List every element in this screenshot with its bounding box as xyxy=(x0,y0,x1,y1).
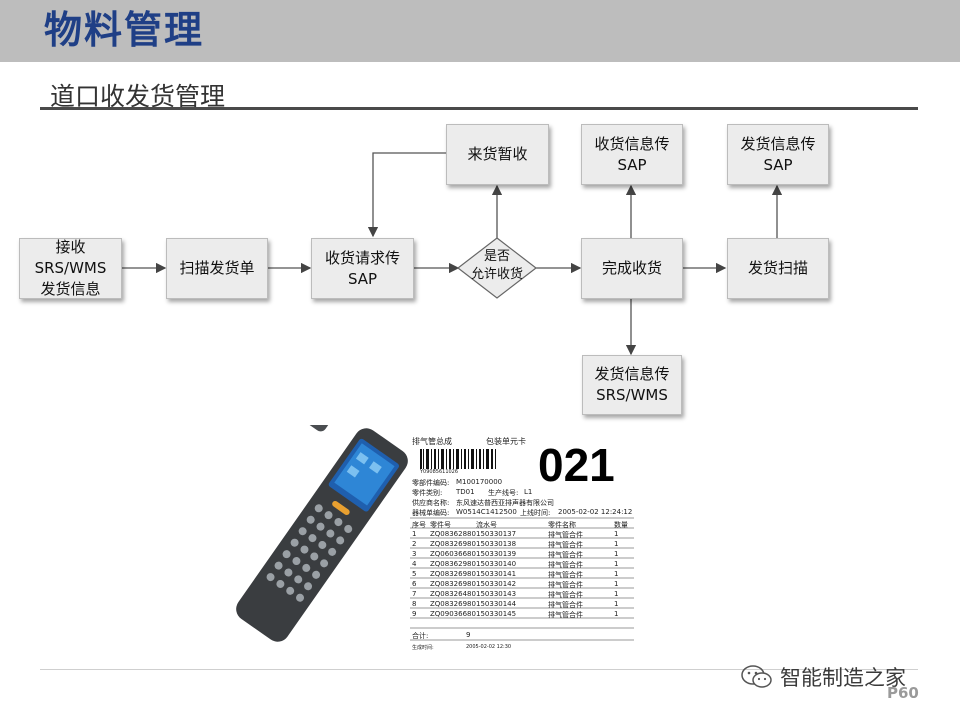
table-cell: 1 xyxy=(614,590,619,598)
section-subtitle: 道口收发货管理 xyxy=(50,82,226,111)
packaging-card-graphics xyxy=(410,449,634,641)
table-cell: 5 xyxy=(412,570,417,578)
table-cell: 排气管合件 xyxy=(548,571,583,579)
field-value: L1 xyxy=(524,488,533,496)
field-label: 零件类别: xyxy=(412,489,443,497)
table-cell: 1 xyxy=(614,540,619,548)
table-cell: 150330141 xyxy=(476,570,517,578)
table-cell: 150330144 xyxy=(476,600,517,608)
card-header-right: 包装单元卡 xyxy=(486,437,526,446)
total-label: 合计: xyxy=(412,632,429,640)
table-cell: 排气管合件 xyxy=(548,531,583,539)
table-cell: ZQ08326480 xyxy=(430,590,476,598)
table-cell: 150330143 xyxy=(476,590,517,598)
table-cell: 3 xyxy=(412,550,417,558)
node-request-sap: 收货请求传SAP xyxy=(311,238,414,299)
table-cell: 排气管合件 xyxy=(548,581,583,589)
table-cell: 1 xyxy=(614,530,619,538)
node-ship-to-sap: 发货信息传SAP xyxy=(727,124,829,185)
table-cell: ZQ06036680 xyxy=(430,550,476,558)
table-cell: 1 xyxy=(614,610,619,618)
table-cell: 1 xyxy=(614,600,619,608)
table-cell: ZQ08326980 xyxy=(430,580,476,588)
field-label: 器械单编码: xyxy=(412,509,450,517)
column-header: 序号 xyxy=(412,521,426,529)
table-cell: 9 xyxy=(412,610,417,618)
table-cell: ZQ08362880 xyxy=(430,530,476,538)
page-number: P60 xyxy=(887,684,919,702)
total-value: 9 xyxy=(466,631,471,639)
node-temp-receive: 来货暂收 xyxy=(446,124,549,185)
watermark-text: 智能制造之家 xyxy=(780,666,906,690)
column-header: 数量 xyxy=(614,521,628,529)
table-cell: 排气管合件 xyxy=(548,541,583,549)
packaging-card: 排气管总成 包装单元卡 Y09085611026 零部件编码: M1001700… xyxy=(408,432,636,658)
footer-label: 生成时间: xyxy=(412,645,434,651)
card-big-number: 021 xyxy=(538,439,615,491)
node-scan-doc: 扫描发货单 xyxy=(166,238,268,299)
column-header: 流水号 xyxy=(476,521,497,529)
field-value: 东风速达普西亚排声器有限公司 xyxy=(456,499,554,507)
table-cell: 排气管合件 xyxy=(548,601,583,609)
table-cell: 150330145 xyxy=(476,610,517,618)
column-header: 零件名称 xyxy=(548,521,576,529)
page-title: 物料管理 xyxy=(44,8,205,52)
wechat-icon xyxy=(741,665,772,688)
handheld-scanner-image xyxy=(236,425,408,642)
watermark: 智能制造之家 xyxy=(740,662,906,692)
node-complete-receive: 完成收货 xyxy=(581,238,683,299)
table-cell: 1 xyxy=(614,560,619,568)
table-cell: 1 xyxy=(614,550,619,558)
table-cell: ZQ08326980 xyxy=(430,570,476,578)
field-label: 零部件编码: xyxy=(412,479,450,487)
table-cell: 8 xyxy=(412,600,417,608)
field-value: 2005-02-02 12:24:12 xyxy=(558,508,633,516)
table-cell: 排气管合件 xyxy=(548,551,583,559)
table-cell: 150330139 xyxy=(476,550,517,558)
footer-divider xyxy=(40,669,918,670)
table-cell: 1 xyxy=(412,530,417,538)
arrow-temp-to-request xyxy=(367,152,446,238)
table-cell: ZQ08326980 xyxy=(430,600,476,608)
field-value: W0514C1412500 xyxy=(456,508,517,516)
field-label: 供应商名称: xyxy=(412,499,450,507)
table-cell: 2 xyxy=(412,540,417,548)
footer-value: 2005-02-02 12:30 xyxy=(466,644,512,650)
table-cell: 150330137 xyxy=(476,530,517,538)
node-ship-to-srs: 发货信息传 SRS/WMS xyxy=(582,355,682,415)
node-recv-to-sap: 收货信息传SAP xyxy=(581,124,683,185)
decision-diamond xyxy=(457,237,537,299)
header-band xyxy=(0,0,960,62)
field-label: 生产线号: xyxy=(488,489,519,497)
table-cell: 150330138 xyxy=(476,540,517,548)
table-cell: 1 xyxy=(614,580,619,588)
node-ship-scan: 发货扫描 xyxy=(727,238,829,299)
table-cell: 排气管合件 xyxy=(548,561,583,569)
table-cell: 排气管合件 xyxy=(548,611,583,619)
table-cell: ZQ09036680 xyxy=(430,610,476,618)
field-value: TD01 xyxy=(456,488,475,496)
table-cell: 150330142 xyxy=(476,580,517,588)
field-label: 上线时间: xyxy=(520,509,551,517)
column-header: 零件号 xyxy=(430,521,451,529)
table-cell: 150330140 xyxy=(476,560,517,568)
barcode-text: Y09085611026 xyxy=(420,469,459,475)
table-cell: 6 xyxy=(412,580,417,588)
card-header-left: 排气管总成 xyxy=(412,437,452,446)
barcode xyxy=(420,449,496,469)
table-cell: ZQ08362980 xyxy=(430,560,476,568)
field-value: M100170000 xyxy=(456,478,503,486)
table-cell: 7 xyxy=(412,590,417,598)
table-cell: ZQ08326980 xyxy=(430,540,476,548)
table-cell: 1 xyxy=(614,570,619,578)
table-cell: 4 xyxy=(412,560,417,568)
subtitle-divider xyxy=(40,107,918,110)
table-cell: 排气管合件 xyxy=(548,591,583,599)
node-receive-info: 接收SRS/WMS 发货信息 xyxy=(19,238,122,299)
node-decision-label: 是否 允许收货 xyxy=(470,249,523,282)
